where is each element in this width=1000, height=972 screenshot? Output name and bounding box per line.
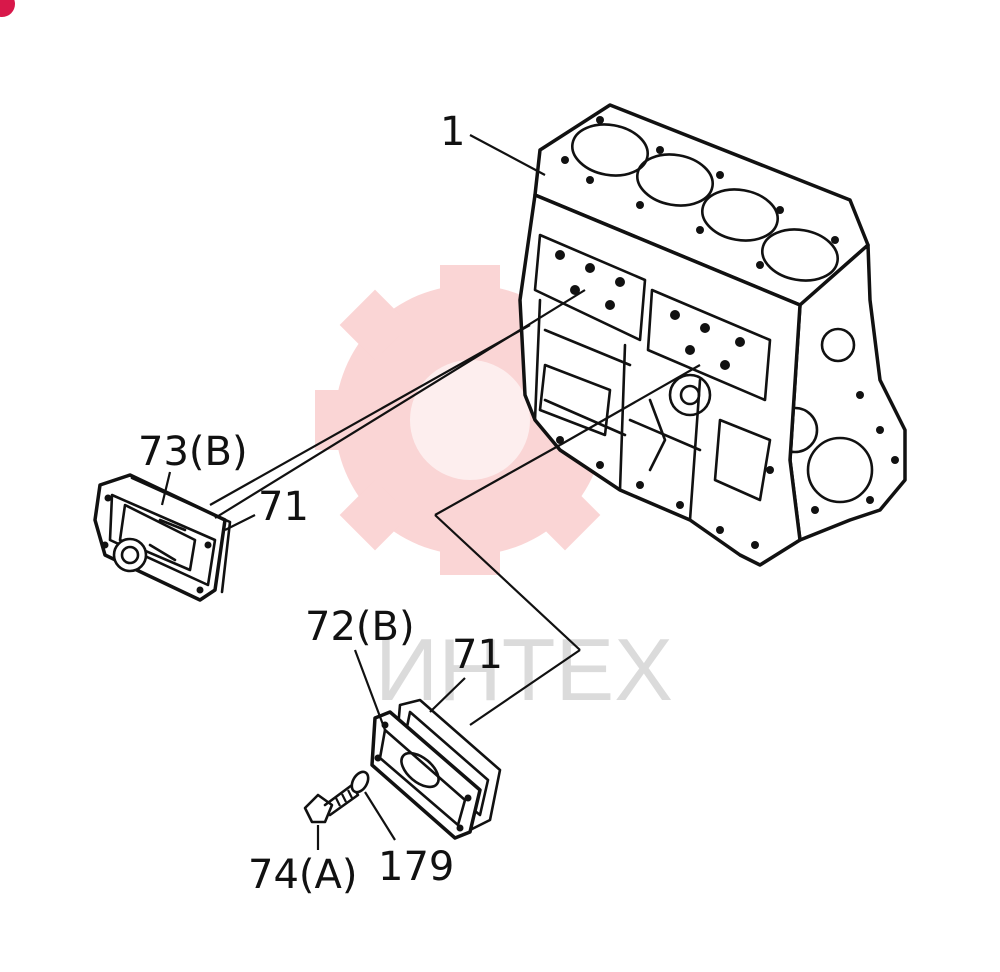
cover-plate-72b-drawing bbox=[353, 364, 701, 840]
washer-179-drawing bbox=[350, 770, 396, 841]
label-part-71-bottom: 71 bbox=[452, 632, 503, 678]
label-part-73b: 73(B) bbox=[138, 429, 248, 475]
label-part-1: 1 bbox=[440, 109, 465, 155]
label-part-179: 179 bbox=[378, 844, 454, 890]
corner-badge bbox=[0, 0, 15, 17]
label-part-72b: 72(B) bbox=[305, 604, 415, 650]
bolt-74a-drawing bbox=[303, 783, 360, 850]
side-cover-73b-drawing bbox=[93, 289, 586, 602]
label-part-74a: 74(A) bbox=[248, 852, 357, 898]
label-part-71-top: 71 bbox=[258, 484, 309, 530]
cylinder-block-drawing bbox=[469, 103, 907, 567]
